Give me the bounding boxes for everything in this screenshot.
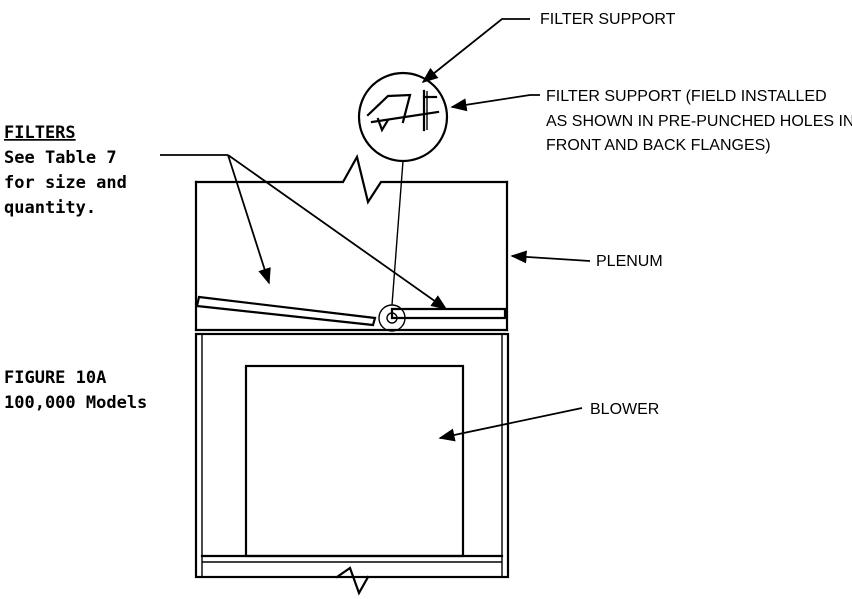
leader-filter-support-field [450, 94, 540, 112]
label-filter-support-field-1: FILTER SUPPORT (FIELD INSTALLED [546, 88, 827, 105]
label-blower: BLOWER [590, 401, 659, 418]
filters-note-line3: quantity. [4, 198, 96, 218]
label-filter-support-top: FILTER SUPPORT [540, 11, 676, 28]
label-plenum: PLENUM [596, 253, 663, 270]
figure-number: FIGURE 10A [4, 368, 106, 388]
filter-left [195, 295, 377, 327]
blower-housing [244, 364, 465, 558]
leader-blower [438, 407, 583, 442]
leader-plenum [510, 250, 591, 264]
leader-filters [160, 154, 448, 310]
label-filter-support-field-3: FRONT AND BACK FLANGES) [546, 137, 771, 154]
filter-support-detail [357, 71, 449, 306]
filters-note-line2: for size and [4, 173, 127, 193]
label-filter-support-field-2: AS SHOWN IN PRE-PUNCHED HOLES IN [546, 113, 852, 130]
leader-filter-support-top [421, 18, 530, 84]
figure-caption: 100,000 Models [4, 393, 147, 413]
filter-right [390, 307, 507, 320]
plenum-box [194, 154, 509, 332]
filters-title: FILTERS [4, 123, 76, 143]
blower-cabinet [194, 332, 510, 596]
filters-note-line1: See Table 7 [4, 148, 117, 168]
